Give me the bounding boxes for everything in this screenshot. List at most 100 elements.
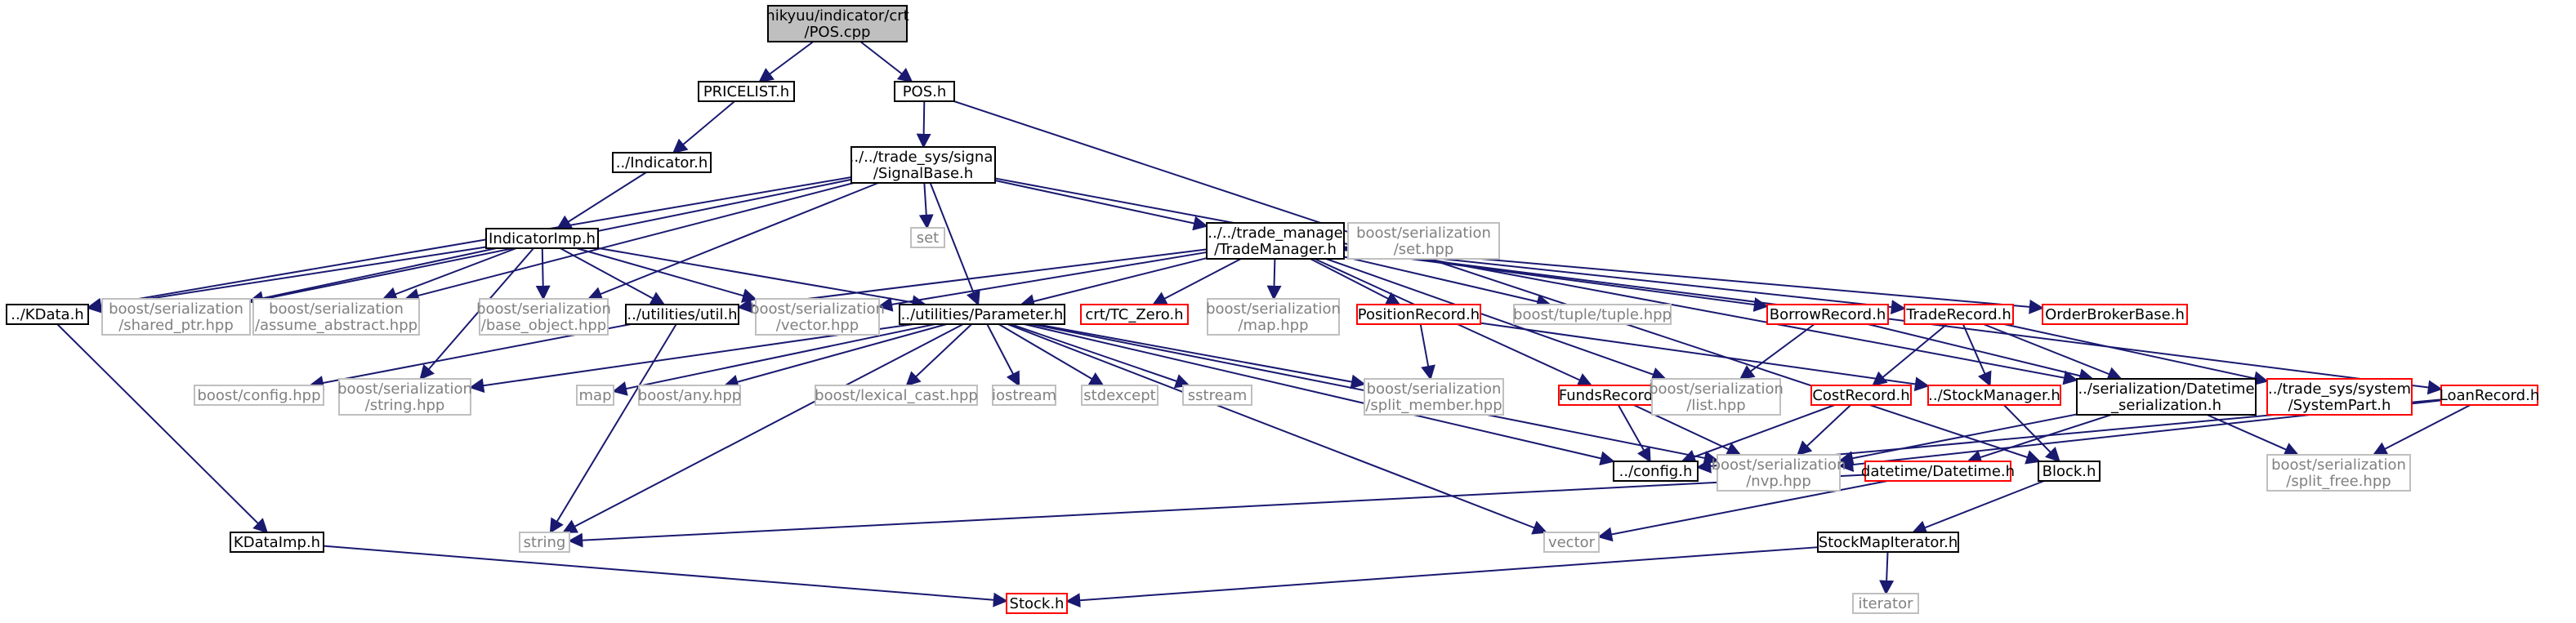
node-box (479, 298, 609, 336)
node-label: /shared_ptr.hpp (118, 317, 234, 334)
edge-stockmapiter-to-iterator (1879, 551, 1895, 595)
node-box (1543, 532, 1600, 553)
node-box (1513, 304, 1672, 325)
node-box (1810, 385, 1912, 406)
node-label: boost/lexical_cast.hpp (815, 387, 978, 404)
node-label: /assume_abstract.hpp (255, 317, 417, 334)
edge-parameter-to-vector (1007, 323, 1548, 535)
node-box (1613, 461, 1699, 482)
node-label: PositionRecord.h (1358, 306, 1480, 323)
node-stdexcept: stdexcept (1081, 385, 1159, 406)
node-label: ../../trade_sys/signal (850, 149, 998, 166)
node-config[interactable]: ../config.h (1613, 461, 1699, 482)
node-box (2266, 378, 2413, 416)
node-label: boost/serialization (1356, 225, 1491, 242)
node-signalbase[interactable]: ../../trade_sys/signal/SignalBase.h (850, 146, 998, 184)
node-pricelist[interactable]: PRICELIST.h (698, 81, 795, 102)
edge-parameter-to-map (612, 323, 935, 396)
edge-trademanager-to-loanrecord (1343, 248, 2443, 395)
node-label: boost/serialization (337, 380, 472, 398)
node-kdata[interactable]: ../KData.h (6, 304, 89, 325)
node-label: ../utilities/util.h (627, 306, 737, 323)
node-tuple: boost/tuple/tuple.hpp (1513, 304, 1672, 325)
node-stockmapiter[interactable]: StockMapIterator.h (1817, 532, 1959, 553)
node-label: /nvp.hpp (1746, 473, 1811, 490)
node-orderbroker[interactable]: OrderBrokerBase.h (2042, 304, 2188, 325)
node-loanrecord[interactable]: LoanRecord.h (2440, 385, 2539, 406)
node-traderecord[interactable]: TradeRecord.h (1904, 304, 2014, 325)
node-block[interactable]: Block.h (2038, 461, 2101, 482)
node-assumeAbstract: boost/serialization/assume_abstract.hpp (252, 298, 420, 336)
node-indicator[interactable]: ../Indicator.h (612, 152, 712, 173)
edge-indicatorimp-to-vectorHpp (576, 247, 757, 303)
node-label: boost/serialization (1206, 300, 1341, 318)
node-box (767, 5, 908, 42)
node-box (1766, 304, 1889, 325)
node-root[interactable]: hikyuu/indicator/crt/POS.cpp (766, 5, 909, 42)
node-label: map (579, 387, 612, 404)
edge-positionrecord-to-splitMember (1419, 323, 1435, 380)
node-borrowrecord[interactable]: BorrowRecord.h (1766, 304, 1889, 325)
node-box (1364, 378, 1504, 416)
edge-signalbase-to-assumeAbstract (404, 182, 855, 303)
node-positionrecord[interactable]: PositionRecord.h (1356, 304, 1481, 325)
node-datetime[interactable]: datetime/Datetime.h (1861, 461, 2015, 482)
node-label: PRICELIST.h (703, 83, 789, 100)
node-label: /SystemPart.h (2288, 397, 2391, 414)
node-stock[interactable]: Stock.h (1006, 593, 1068, 614)
edge-kdata-to-kdataimp (56, 323, 269, 534)
node-stringHpp: boost/serialization/string.hpp (337, 378, 472, 416)
edge-traderecord-to-stockmanager (1962, 323, 1992, 387)
node-label: BorrowRecord.h (1770, 306, 1886, 323)
edge-pos-to-signalbase (916, 100, 931, 149)
node-costrecord[interactable]: CostRecord.h (1810, 385, 1912, 406)
node-label: sstream (1188, 387, 1247, 404)
node-box (698, 81, 795, 102)
node-nvp: boost/serialization/nvp.hpp (1712, 454, 1846, 492)
node-label: FundsRecord.h (1559, 387, 1667, 404)
node-string: string (519, 532, 570, 553)
node-label: boost/serialization (2271, 456, 2406, 474)
node-listHpp: boost/serialization/list.hpp (1649, 378, 1784, 416)
node-systempart[interactable]: ../trade_sys/system/SystemPart.h (2266, 378, 2413, 416)
node-dtser[interactable]: ../serialization/Datetime_serialization.… (2076, 378, 2257, 416)
node-box (194, 385, 324, 406)
node-label: ../utilities/Parameter.h (901, 306, 1064, 323)
node-label: ../config.h (1619, 463, 1693, 480)
node-box (1927, 385, 2061, 406)
node-stockmanager[interactable]: ../StockManager.h (1927, 385, 2061, 406)
node-box (6, 304, 89, 325)
node-label: string (524, 534, 566, 551)
node-label: datetime/Datetime.h (1861, 463, 2015, 480)
node-box (910, 227, 945, 248)
edge-stockmapiter-to-stock (1065, 546, 1819, 608)
edge-util-to-string (549, 323, 677, 534)
node-fundsrecord[interactable]: FundsRecord.h (1558, 385, 1667, 406)
node-box (755, 298, 880, 336)
edge-indicatorimp-to-sharedPtr (248, 247, 497, 306)
node-box (612, 152, 712, 173)
edge-pricelist-to-indicator (672, 100, 735, 154)
node-label: LoanRecord.h (2440, 387, 2539, 404)
edge-trademanager-to-vectorHpp (877, 251, 1208, 312)
node-iterator: iterator (1852, 593, 1919, 614)
node-trademanager[interactable]: ../../trade_manage/TradeManager.h (1206, 222, 1345, 260)
edge-parameter-to-lexical (905, 323, 972, 387)
node-label: Block.h (2042, 463, 2096, 480)
edge-indicator-to-indicatorimp (556, 171, 647, 229)
node-box (1717, 454, 1841, 492)
node-indicatorimp[interactable]: IndicatorImp.h (485, 228, 599, 249)
edge-root-to-pos (859, 41, 913, 83)
edge-signalbase-to-baseObject (587, 182, 879, 301)
node-box (2440, 385, 2538, 406)
node-parameter[interactable]: ../utilities/Parameter.h (899, 304, 1065, 325)
node-pos[interactable]: POS.h (894, 81, 955, 102)
node-kdataimp[interactable]: KDataImp.h (230, 532, 324, 553)
node-box (1864, 461, 2011, 482)
edge-traderecord-to-systempart (2003, 323, 2269, 386)
node-tczero[interactable]: crt/TC_Zero.h (1080, 304, 1189, 325)
node-label: boost/serialization (1367, 380, 1502, 398)
node-util[interactable]: ../utilities/util.h (625, 304, 739, 325)
